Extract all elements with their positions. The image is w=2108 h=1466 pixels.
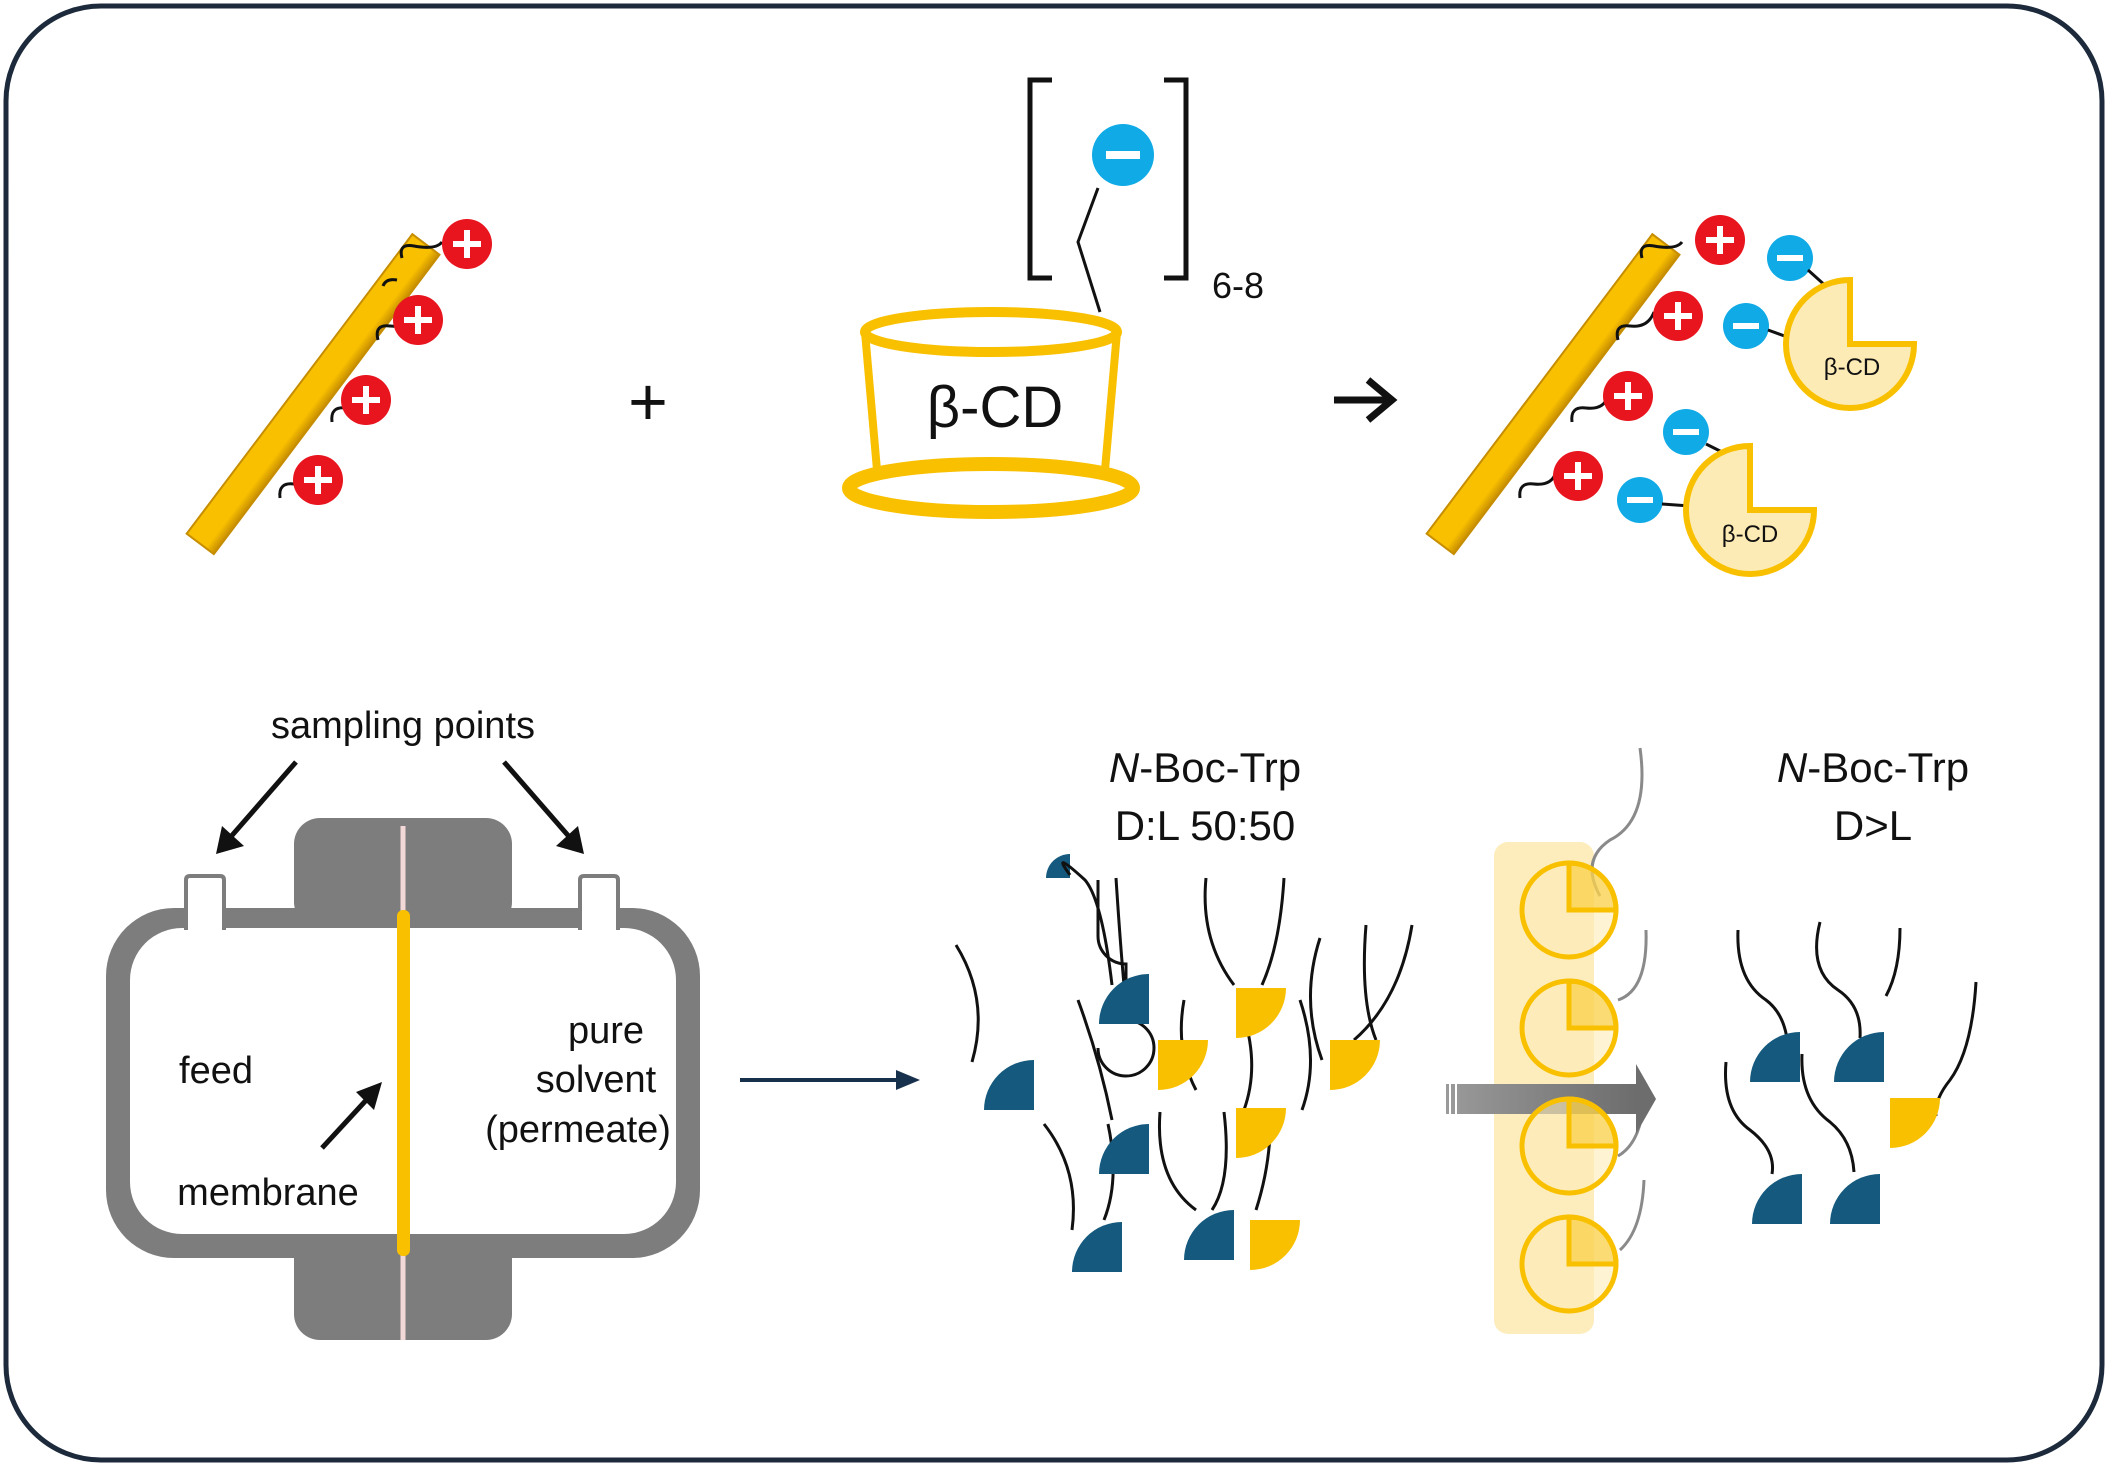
l-enantiomer [1250, 1220, 1300, 1270]
beta-cd-label: β-CD [927, 375, 1063, 440]
d-enantiomer [984, 1060, 1034, 1110]
repeat-linker [1076, 187, 1102, 313]
sampling-points-label: sampling points [271, 705, 535, 747]
plus-charge-icon [393, 295, 443, 345]
linker-chain [381, 278, 398, 287]
d-enantiomer [1099, 974, 1149, 1024]
host-beta-cd [1519, 978, 1619, 1078]
plus-charge-icon [293, 455, 343, 505]
plus-charge-icon [341, 375, 391, 425]
bound-beta-cd-label: β-CD [1824, 354, 1880, 381]
linker-chain [399, 240, 444, 259]
bound-beta-cd-label: β-CD [1722, 521, 1778, 548]
bound-beta-cd: β-CD [1683, 442, 1818, 577]
host-beta-cd [1519, 1096, 1619, 1196]
minus-charge-icon [1723, 303, 1769, 349]
sampling-port-left [184, 874, 226, 930]
host-beta-cd [1519, 1214, 1619, 1314]
minus-charge-icon [1617, 477, 1663, 523]
d-enantiomer [1830, 1174, 1880, 1224]
result-title-italic: N [1777, 744, 1808, 791]
repeat-subscript: 6-8 [1212, 265, 1264, 306]
minus-charge-icon [1767, 235, 1813, 281]
d-enantiomer [1072, 1222, 1122, 1272]
diffusion-cell [106, 818, 700, 1340]
minus-charge-icon [1663, 409, 1709, 455]
mixture-title-rest: -Boc-Trp [1139, 744, 1301, 791]
mixture-molecules [954, 861, 1414, 1231]
membrane-label: membrane [177, 1172, 359, 1214]
result-title: N-Boc-Trp [1777, 744, 1969, 791]
result-title-rest: -Boc-Trp [1807, 744, 1969, 791]
d-enantiomer [1099, 1124, 1149, 1174]
mixture-title: N-Boc-Trp [1109, 744, 1301, 791]
mixture-ratio: D:L 50:50 [1115, 802, 1296, 849]
linker-chain [1639, 240, 1684, 259]
membrane-pointer-arrow [320, 1082, 382, 1150]
host-beta-cd [1519, 860, 1619, 960]
sampling-arrow-left [216, 760, 298, 854]
l-enantiomer [1890, 1098, 1940, 1148]
sampling-arrow-right [502, 760, 584, 854]
plus-charge-icon [1695, 215, 1745, 265]
flow-arrow-icon [740, 1070, 920, 1090]
l-enantiomer [1330, 1040, 1380, 1090]
reaction-arrow-icon [1334, 377, 1398, 423]
linker-chain [1615, 311, 1656, 341]
feed-label: feed [179, 1050, 253, 1092]
pure-label: pure [568, 1010, 644, 1052]
l-enantiomer [1158, 1040, 1208, 1090]
d-enantiomer [1752, 1174, 1802, 1224]
product-rod [1425, 232, 1684, 556]
plus-charge-icon [1653, 291, 1703, 341]
repeat-bracket-left [1027, 77, 1052, 281]
bound-beta-cd: β-CD [1783, 276, 1918, 411]
result-ratio: D>L [1834, 802, 1912, 849]
linker-chain [1518, 471, 1558, 499]
d-enantiomer [1184, 1210, 1234, 1260]
solvent-label: solvent [536, 1059, 657, 1101]
plus-charge-icon [1553, 451, 1603, 501]
l-enantiomer [1236, 988, 1286, 1038]
membrane [397, 910, 410, 1256]
plus-sign: + [628, 364, 668, 440]
d-enantiomer [1834, 1032, 1884, 1082]
repeat-bracket-right [1164, 77, 1189, 281]
permeate-label: (permeate) [485, 1109, 671, 1151]
beta-cd-cone: β-CD [842, 307, 1140, 519]
d-enantiomer [1750, 1032, 1800, 1082]
mixture-title-italic: N [1109, 744, 1140, 791]
l-enantiomer [1236, 1108, 1286, 1158]
minus-charge-icon [1092, 124, 1154, 186]
plus-charge-icon [442, 219, 492, 269]
sampling-port-right [578, 874, 620, 930]
plus-charge-icon [1603, 371, 1653, 421]
